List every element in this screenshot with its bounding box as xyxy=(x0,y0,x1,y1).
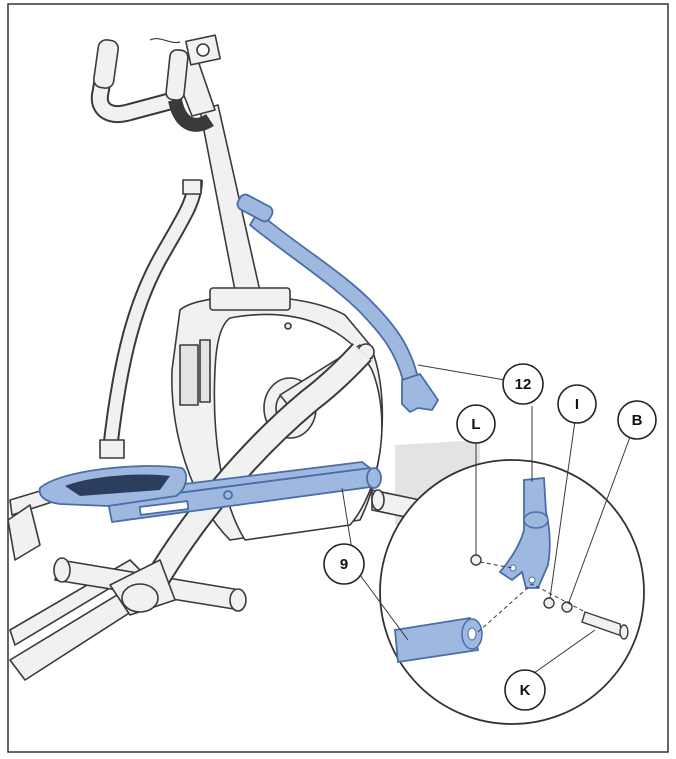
leader-9-detail xyxy=(359,574,409,641)
leader-B xyxy=(568,436,631,603)
leader-I xyxy=(549,420,576,599)
callout-9-label: 9 xyxy=(340,556,348,573)
washer-B xyxy=(561,601,573,613)
housing-vent-2 xyxy=(199,339,211,403)
detail-hole-lower xyxy=(528,576,536,584)
console-cable xyxy=(149,38,181,44)
detail-part-9 xyxy=(394,616,480,664)
leader-lines xyxy=(341,364,631,679)
callout-L: L xyxy=(456,404,496,444)
callout-9: 9 xyxy=(323,543,365,585)
upright-top-cap xyxy=(182,179,202,195)
pedal-rail-end xyxy=(366,467,382,489)
leader-9-arm xyxy=(341,487,353,551)
washer-I xyxy=(543,597,555,609)
part-9-pedal-arm xyxy=(38,461,382,523)
callout-B-label: B xyxy=(632,412,643,429)
housing-screw xyxy=(284,322,292,330)
callouts: 12 9 L I B K xyxy=(323,363,657,711)
housing-vent-1 xyxy=(179,344,199,406)
magnifier-circle xyxy=(379,459,645,725)
detail-hole-upper xyxy=(509,564,517,572)
assembly-axis-lower xyxy=(477,583,586,633)
lower-pivot xyxy=(121,583,159,613)
arm-top-bushing xyxy=(236,193,274,223)
grip-left xyxy=(92,39,120,89)
grip-right xyxy=(165,49,189,101)
part-12-connecting-arm xyxy=(236,193,439,413)
crossbar-cap-left xyxy=(53,557,71,583)
housing-bracket xyxy=(209,287,291,311)
base-stabilizer xyxy=(7,504,41,561)
callout-B: B xyxy=(617,400,657,440)
callout-K-label: K xyxy=(520,682,531,699)
upright-collar xyxy=(99,439,125,459)
rear-axle-end xyxy=(371,489,385,511)
assembly-axis-upper xyxy=(479,561,514,569)
detail-magnifier xyxy=(379,459,645,725)
leader-12-arm xyxy=(417,364,506,381)
foot-pedal-tread xyxy=(65,474,170,496)
callout-12-label: 12 xyxy=(515,376,532,393)
callout-K: K xyxy=(504,669,546,711)
callout-L-label: L xyxy=(471,416,480,433)
pedal-rail-slot xyxy=(138,500,190,516)
pedal-rail-bolt xyxy=(223,490,233,500)
callout-12: 12 xyxy=(502,363,544,405)
callout-I-label: I xyxy=(575,396,579,413)
crossbar-cap-right xyxy=(229,588,247,612)
leader-K xyxy=(526,629,596,679)
handlebar-right xyxy=(168,98,214,132)
mount-hole xyxy=(196,43,210,57)
arm-clevis xyxy=(401,373,439,413)
nut-L xyxy=(470,554,482,566)
callout-I: I xyxy=(557,384,597,424)
